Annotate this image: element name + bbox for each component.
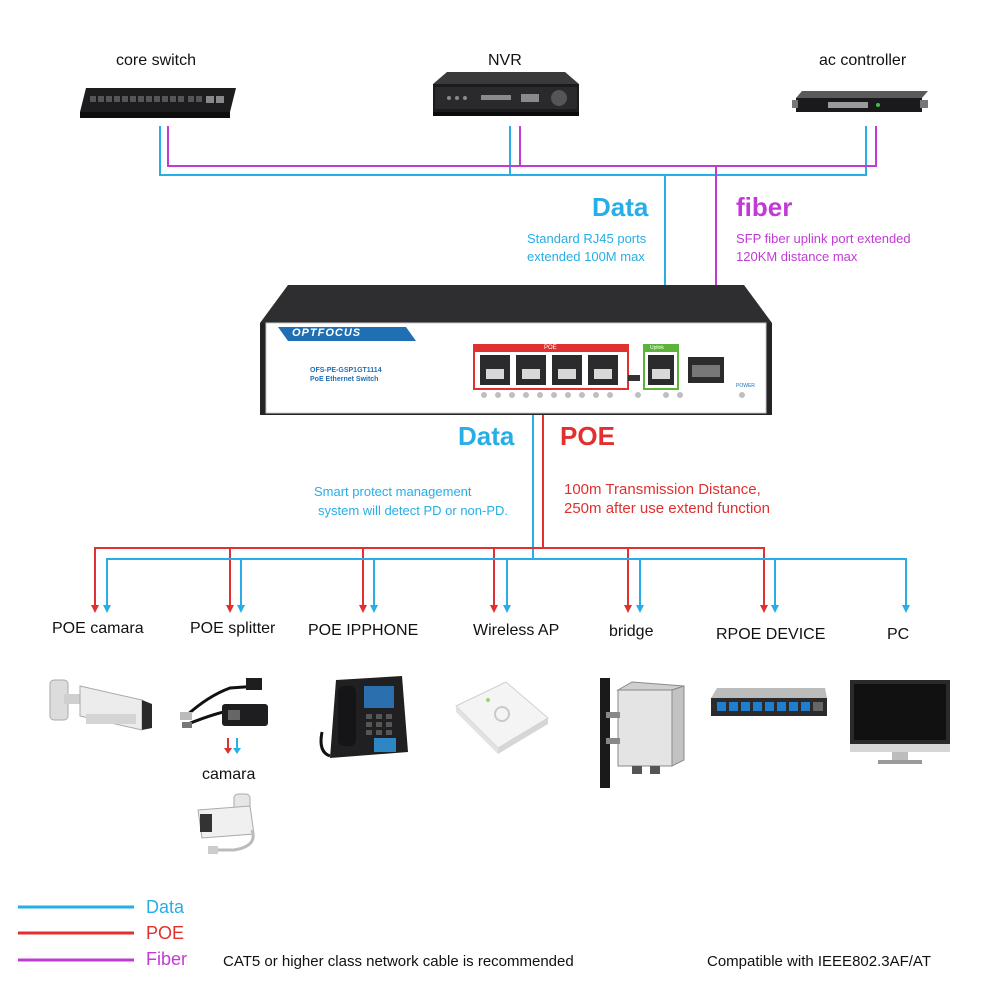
arrow-head — [503, 605, 511, 613]
cable-note: CAT5 or higher class network cable is re… — [223, 953, 574, 970]
distance-note-1: 100m Transmission Distance, — [564, 481, 761, 498]
wireless-ap-icon — [455, 681, 549, 754]
splitter-output-arrows — [224, 738, 241, 754]
rpoe-switch-icon — [711, 688, 827, 716]
outdoor-bridge-icon — [600, 678, 685, 788]
legend-poe-label: POE — [146, 923, 185, 943]
ip-phone-icon — [319, 676, 408, 758]
switch-description: PoE Ethernet Switch — [310, 376, 379, 383]
endpoint-label-poe-ipphone: POE IPPHONE — [308, 622, 419, 639]
uplink-data-title: Data — [592, 192, 649, 222]
poe-splitter-icon — [180, 678, 268, 728]
arrow-head — [370, 605, 378, 613]
camera-icon — [197, 793, 255, 854]
fiber-line-ac-controller — [520, 126, 877, 167]
arrow-head — [624, 605, 632, 613]
uplink-data-note-2: extended 100M max — [527, 249, 645, 264]
arrow-head — [91, 605, 99, 613]
uplink-fiber-note-2: 120KM distance max — [736, 249, 858, 264]
data-line-core-switch — [159, 126, 511, 176]
arrow-head — [490, 605, 498, 613]
downlink-data-title: Data — [458, 421, 515, 451]
smart-note-1: Smart protect management — [314, 484, 472, 499]
endpoint-label-wireless-ap: Wireless AP — [473, 622, 560, 639]
arrow-head — [226, 605, 234, 613]
downlink-poe-title: POE — [560, 421, 615, 451]
legend-data-label: Data — [146, 897, 185, 917]
arrow-head — [359, 605, 367, 613]
distance-note-2: 250m after use extend function — [564, 500, 770, 517]
legend-fiber-label: Fiber — [146, 949, 188, 969]
uplink-fiber-title: fiber — [736, 192, 793, 222]
poe-switch: OPTFOCUS OFS-PE-GSP1GT1114 PoE Ethernet … — [258, 283, 774, 423]
switch-poe-group-label: POE — [544, 345, 557, 351]
nvr-label: NVR — [488, 52, 522, 69]
nvr-icon — [433, 72, 579, 116]
uplink-data-note-1: Standard RJ45 ports — [527, 231, 647, 246]
endpoint-label-bridge: bridge — [609, 623, 654, 640]
ac-controller-label: ac controller — [819, 52, 907, 69]
ac-controller-icon — [792, 91, 928, 112]
endpoint-label-pc: PC — [887, 626, 910, 643]
core-switch-icon — [80, 88, 236, 118]
bullet-camera-icon — [49, 679, 152, 731]
endpoint-label-poe-camera: POE camara — [52, 620, 144, 637]
endpoint-label-rpoe-device: RPOE DEVICE — [716, 626, 826, 643]
switch-power-label: POWER — [736, 383, 755, 389]
switch-brand: OPTFOCUS — [292, 327, 362, 339]
arrow-head — [636, 605, 644, 613]
arrow-head — [103, 605, 111, 613]
arrow-head — [237, 605, 245, 613]
arrow-head — [771, 605, 779, 613]
arrow-head — [760, 605, 768, 613]
switch-uplink-label: Uplink — [650, 345, 664, 351]
monitor-icon — [850, 680, 950, 764]
fiber-line-core-switch — [167, 126, 521, 167]
splitter-output-label: camara — [202, 766, 256, 783]
data-line-ac-controller — [510, 126, 867, 176]
endpoint-label-poe-splitter: POE splitter — [190, 620, 276, 637]
switch-model: OFS-PE-GSP1GT1114 — [310, 367, 382, 374]
uplink-fiber-note-1: SFP fiber uplink port extended — [736, 231, 911, 246]
smart-note-2: system will detect PD or non-PD. — [318, 503, 509, 518]
core-switch-label: core switch — [116, 52, 197, 69]
arrow-head — [902, 605, 910, 613]
compat-note: Compatible with IEEE802.3AF/AT — [707, 953, 931, 970]
